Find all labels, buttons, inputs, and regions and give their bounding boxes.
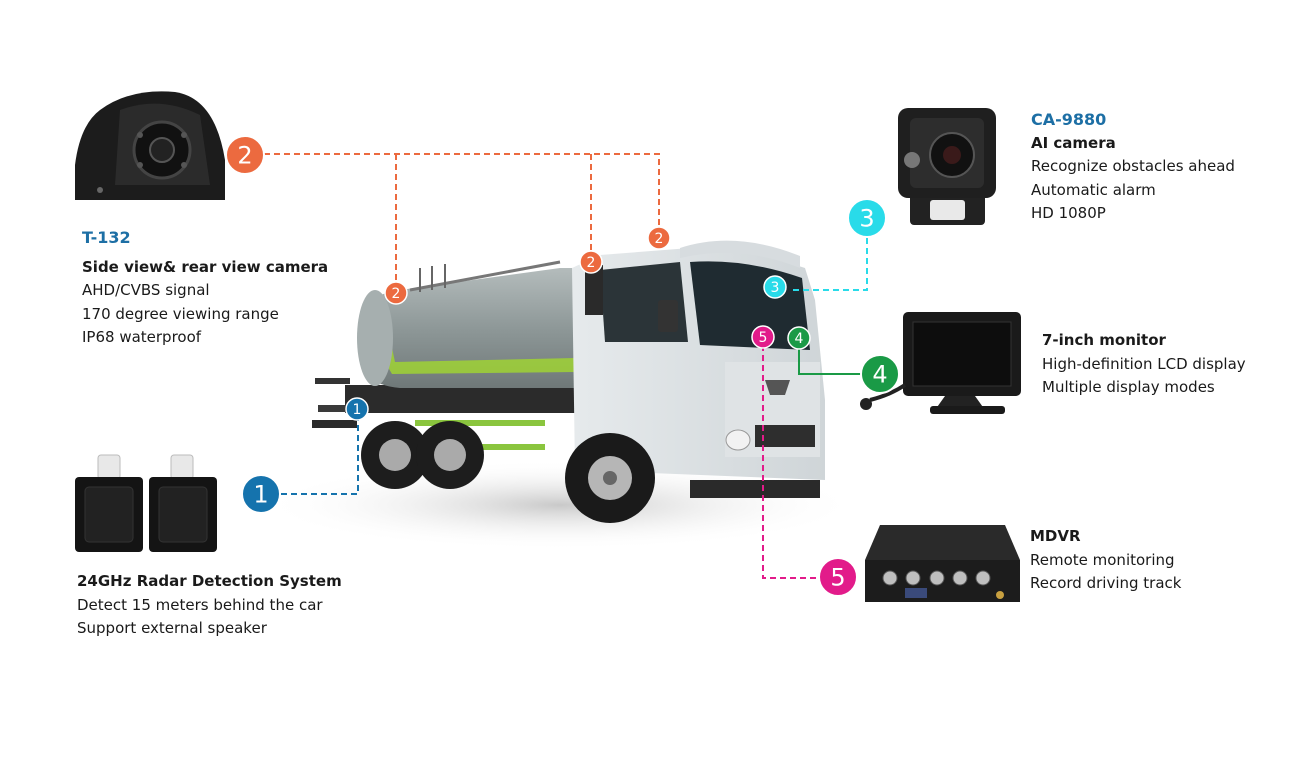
radar-line-2: Support external speaker bbox=[77, 619, 267, 637]
marker-2-small-b-label: 2 bbox=[587, 255, 596, 271]
truck-illustration bbox=[312, 240, 825, 523]
marker-3-large-circle bbox=[847, 198, 887, 238]
side-camera-line-1: AHD/CVBS signal bbox=[82, 281, 210, 299]
side-camera-line-3: IP68 waterproof bbox=[82, 328, 202, 346]
marker-5-small: 5 bbox=[751, 325, 775, 349]
marker-2-small-a: 2 bbox=[384, 281, 408, 305]
marker-2-small-c: 2 bbox=[647, 226, 671, 250]
ai-camera-image bbox=[898, 108, 996, 225]
mdvr-image bbox=[865, 525, 1020, 602]
side-camera-title: Side view& rear view camera bbox=[82, 257, 329, 276]
marker-1-small-label: 1 bbox=[353, 402, 362, 418]
connector-line-5 bbox=[762, 345, 820, 579]
marker-2-small-b: 2 bbox=[579, 250, 603, 274]
marker-5-small-circle bbox=[751, 325, 775, 349]
marker-3-small-label: 3 bbox=[771, 280, 780, 296]
ai-camera-info: CA-9880 AI camera Recognize obstacles ah… bbox=[1031, 108, 1235, 226]
ai-camera-model: CA-9880 bbox=[1031, 110, 1107, 129]
marker-5-small-label: 5 bbox=[759, 330, 768, 346]
mdvr-line-2: Record driving track bbox=[1030, 574, 1182, 592]
monitor-line-2: Multiple display modes bbox=[1042, 378, 1215, 396]
marker-4-large-label: 4 bbox=[872, 361, 887, 389]
side-camera-info: T-132 Side view& rear view camera AHD/CV… bbox=[82, 226, 328, 350]
marker-2-small-b-circle bbox=[579, 250, 603, 274]
marker-2-large: 2 bbox=[225, 135, 265, 175]
monitor-title: 7-inch monitor bbox=[1042, 331, 1166, 349]
radar-info: 24GHz Radar Detection System Detect 15 m… bbox=[77, 570, 342, 641]
marker-2-small-a-circle bbox=[384, 281, 408, 305]
marker-2-small-a-label: 2 bbox=[392, 286, 401, 302]
marker-2-small-c-circle bbox=[647, 226, 671, 250]
monitor-image bbox=[860, 312, 1021, 414]
marker-4-small-label: 4 bbox=[795, 331, 804, 347]
marker-4-small: 4 bbox=[787, 326, 811, 350]
connector-line-4 bbox=[798, 348, 862, 375]
marker-1-small: 1 bbox=[345, 397, 369, 421]
marker-1-large: 1 bbox=[241, 474, 281, 514]
radar-line-1: Detect 15 meters behind the car bbox=[77, 595, 323, 614]
marker-2-small-c-label: 2 bbox=[655, 231, 664, 247]
marker-4-large-circle bbox=[860, 354, 900, 394]
marker-1-large-circle bbox=[241, 474, 281, 514]
marker-4-large: 4 bbox=[860, 354, 900, 394]
connector-line-2 bbox=[264, 153, 660, 227]
marker-1-large-label: 1 bbox=[253, 481, 268, 509]
marker-5-large-circle bbox=[818, 557, 858, 597]
mdvr-info: MDVR Remote monitoring Record driving tr… bbox=[1030, 525, 1181, 596]
side-camera-model: T-132 bbox=[82, 228, 131, 247]
ai-camera-line-1: Recognize obstacles ahead bbox=[1031, 157, 1235, 175]
radar-sensor-image bbox=[75, 454, 217, 552]
marker-3-small-circle bbox=[763, 275, 787, 299]
connector-line-1 bbox=[281, 420, 359, 495]
marker-1-small-circle bbox=[345, 397, 369, 421]
ai-camera-title: AI camera bbox=[1031, 133, 1116, 152]
side-camera-line-2: 170 degree viewing range bbox=[82, 304, 279, 323]
ai-camera-line-3: HD 1080P bbox=[1031, 204, 1106, 222]
mdvr-line-1: Remote monitoring bbox=[1030, 550, 1175, 569]
monitor-line-1: High-definition LCD display bbox=[1042, 354, 1246, 373]
radar-title: 24GHz Radar Detection System bbox=[77, 572, 342, 590]
marker-2-large-label: 2 bbox=[237, 142, 252, 170]
marker-2-large-circle bbox=[225, 135, 265, 175]
marker-4-small-circle bbox=[787, 326, 811, 350]
marker-3-large-label: 3 bbox=[859, 205, 874, 233]
connector-line-3 bbox=[790, 238, 868, 291]
mdvr-title: MDVR bbox=[1030, 527, 1081, 545]
marker-5-large: 5 bbox=[818, 557, 858, 597]
monitor-info: 7-inch monitor High-definition LCD displ… bbox=[1042, 329, 1246, 400]
ai-camera-line-2: Automatic alarm bbox=[1031, 180, 1156, 199]
marker-3-large: 3 bbox=[847, 198, 887, 238]
marker-3-small: 3 bbox=[763, 275, 787, 299]
marker-5-large-label: 5 bbox=[830, 564, 845, 592]
side-camera-image bbox=[75, 91, 225, 200]
